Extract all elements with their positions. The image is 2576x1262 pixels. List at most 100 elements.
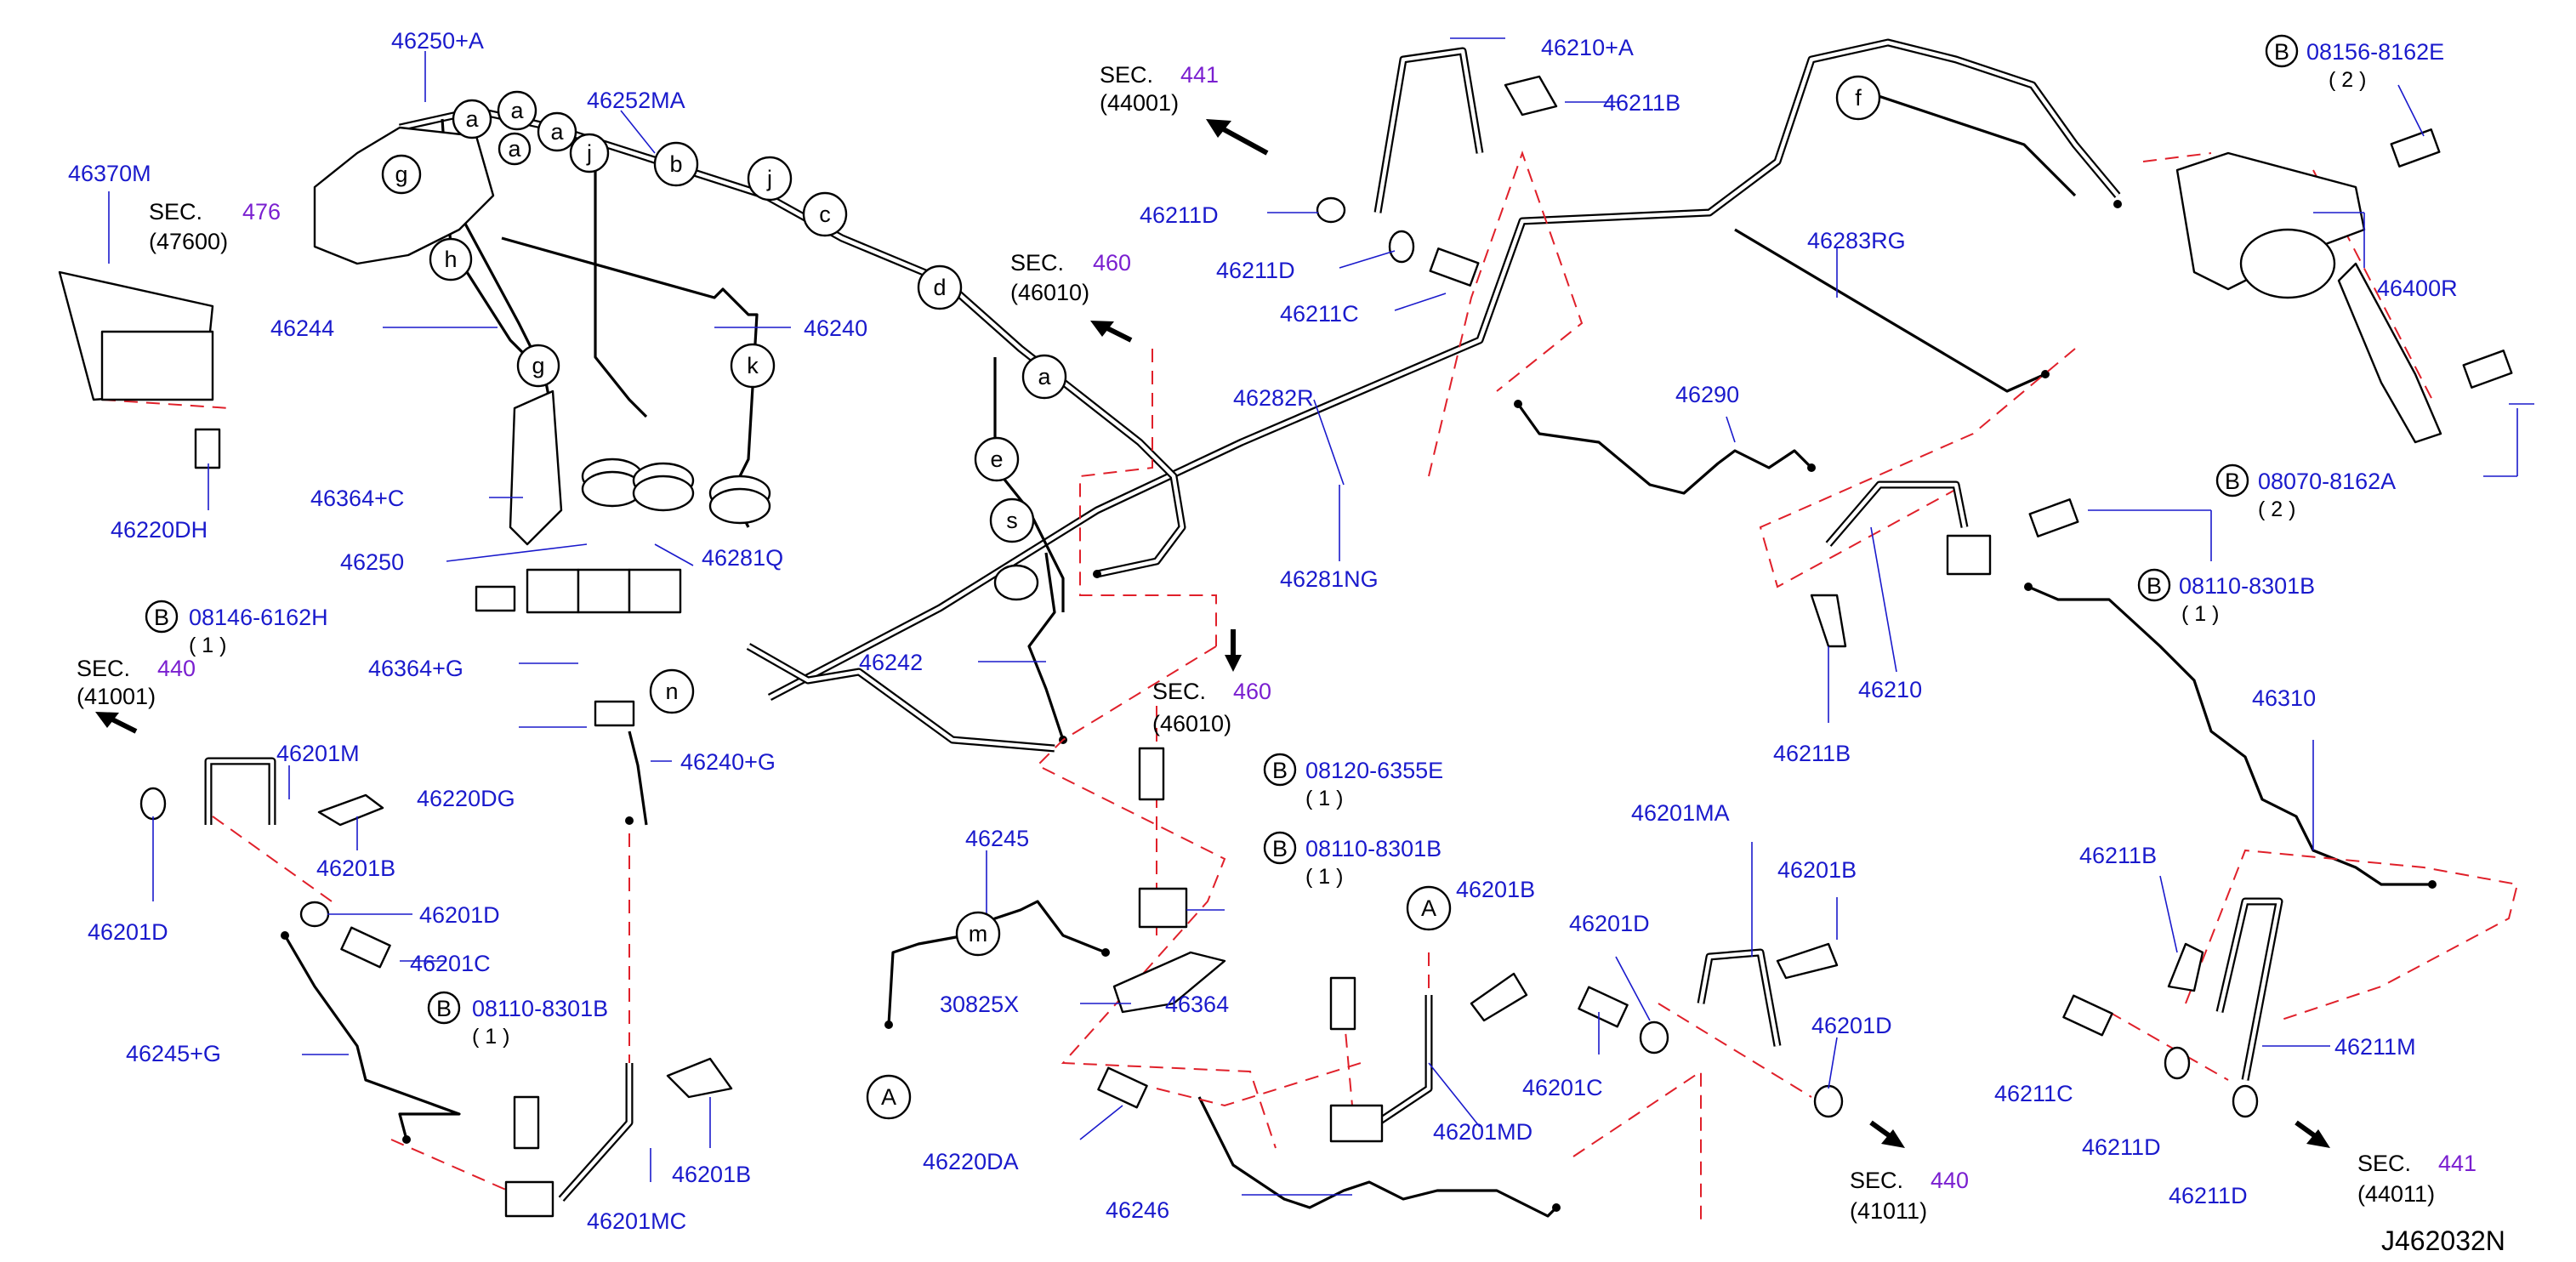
part-label: 46201M	[276, 741, 360, 766]
bolt-spec-08146-6162H: B 08146-6162H ( 1 )	[145, 600, 328, 657]
components	[58, 47, 2513, 1218]
svg-text:(44001): (44001)	[1100, 90, 1179, 116]
svg-text:(41001): (41001)	[77, 684, 156, 709]
section-ref-440-41011: SEC. 440 (41011)	[1850, 1168, 1969, 1224]
svg-text:SEC.: SEC.	[149, 199, 202, 225]
part-label: 46281Q	[702, 545, 783, 571]
part-label: 46201D	[1811, 1013, 1892, 1038]
svg-text:A: A	[1421, 895, 1436, 921]
connector-A-2: A	[1406, 885, 1452, 931]
part-label: 46201D	[88, 919, 168, 945]
svg-text:a: a	[550, 119, 564, 145]
part-labels: 46250+A 46252MA 46370M 46244 46240 46364…	[68, 28, 2458, 1234]
part-label: 46250	[340, 549, 404, 575]
connector-a-5: a	[1021, 354, 1067, 400]
svg-text:08110-8301B: 08110-8301B	[2179, 573, 2315, 599]
svg-text:SEC.: SEC.	[77, 656, 130, 681]
connector-f: f	[1835, 75, 1881, 121]
part-label: 46240+G	[680, 749, 776, 775]
svg-text:B: B	[1272, 758, 1288, 783]
svg-text:a: a	[465, 106, 479, 132]
svg-text:m: m	[969, 921, 988, 946]
part-label: 46364+G	[368, 656, 463, 681]
part-label: 46210	[1858, 677, 1922, 702]
svg-text:B: B	[436, 996, 452, 1021]
svg-text:A: A	[881, 1084, 896, 1110]
svg-text:c: c	[819, 202, 831, 227]
svg-text:SEC.: SEC.	[1850, 1168, 1903, 1193]
part-label: 46211B	[1603, 90, 1680, 116]
part-label: 46211D	[1140, 202, 1219, 228]
svg-text:08146-6162H: 08146-6162H	[189, 605, 328, 630]
part-label: 46242	[859, 650, 923, 675]
part-label: 46211M	[2334, 1034, 2416, 1060]
svg-text:(47600): (47600)	[149, 229, 228, 254]
part-label: 46201B	[1456, 877, 1535, 902]
part-label: 46244	[270, 316, 334, 341]
svg-text:e: e	[990, 446, 1003, 472]
connector-e: e	[974, 436, 1020, 482]
svg-text:08120-6355E: 08120-6355E	[1305, 758, 1443, 783]
connector-a-4: a	[498, 132, 532, 166]
section-ref-460-46010-top: SEC. 460 (46010)	[1010, 250, 1131, 305]
part-label: 46211D	[2082, 1134, 2161, 1160]
svg-text:08156-8162E: 08156-8162E	[2306, 39, 2444, 65]
part-label: 30825X	[940, 992, 1019, 1017]
bolt-spec-08110-8301B-left: B 08110-8301B ( 1 )	[427, 991, 608, 1049]
svg-text:B: B	[2225, 469, 2240, 494]
connector-a-3: a	[537, 111, 577, 152]
svg-text:f: f	[1855, 85, 1862, 111]
part-label: 46201MA	[1631, 800, 1730, 826]
svg-text:B: B	[2274, 39, 2289, 65]
svg-text:( 2 ): ( 2 )	[2329, 68, 2366, 92]
svg-text:(46010): (46010)	[1152, 711, 1231, 736]
bolt-spec-08110-8301B-center: B 08110-8301B ( 1 )	[1263, 831, 1442, 889]
part-label: 46364	[1165, 992, 1229, 1017]
bolt-spec-08110-8301B-right: B 08110-8301B ( 1 )	[2137, 568, 2315, 626]
connector-a-1: a	[452, 99, 492, 139]
svg-text:j: j	[766, 166, 772, 191]
svg-text:d: d	[933, 275, 946, 300]
brake-pipes	[281, 38, 2437, 1218]
svg-text:08110-8301B: 08110-8301B	[1305, 836, 1442, 861]
svg-text:441: 441	[2438, 1151, 2476, 1176]
svg-text:j: j	[586, 140, 592, 166]
part-label: 46220DH	[111, 517, 208, 543]
part-label: 46201B	[1777, 857, 1857, 883]
part-label: 46364+C	[310, 486, 404, 511]
part-label: 46211C	[1280, 301, 1359, 327]
part-label: 46370M	[68, 161, 151, 186]
part-label: 46245	[965, 826, 1029, 851]
svg-text:SEC.: SEC.	[1100, 62, 1153, 88]
svg-text:a: a	[510, 98, 524, 123]
section-arrows	[95, 119, 2330, 1148]
connector-h: h	[429, 237, 473, 281]
part-label: 46201B	[316, 856, 395, 881]
part-label: 46211C	[1994, 1081, 2073, 1106]
part-label: 46290	[1675, 382, 1739, 407]
connector-s: s	[989, 497, 1035, 543]
svg-text:( 1 ): ( 1 )	[1305, 787, 1343, 810]
svg-text:( 1 ): ( 1 )	[1305, 865, 1343, 889]
part-label: 46283RG	[1807, 228, 1906, 253]
part-label: 46201MD	[1433, 1119, 1533, 1145]
connector-n: n	[649, 668, 695, 714]
connector-g-1: g	[381, 154, 422, 195]
section-ref-441-44001: SEC. 441 (44001)	[1100, 62, 1219, 116]
connector-j-2: j	[747, 156, 793, 202]
part-label: 46210+A	[1541, 35, 1634, 60]
svg-text:B: B	[1272, 836, 1288, 861]
svg-text:B: B	[154, 605, 169, 630]
svg-text:a: a	[508, 136, 521, 162]
svg-text:441: 441	[1180, 62, 1219, 88]
connector-a-2: a	[497, 90, 537, 131]
part-label: 46220DA	[923, 1149, 1019, 1174]
part-label: 46246	[1106, 1197, 1169, 1223]
leader-lines	[108, 37, 2534, 1196]
svg-text:440: 440	[1931, 1168, 1969, 1193]
svg-text:SEC.: SEC.	[1010, 250, 1064, 276]
section-ref-460-46010-bottom: SEC. 460 (46010)	[1152, 679, 1271, 736]
svg-text:08070-8162A: 08070-8162A	[2258, 469, 2396, 494]
svg-text:( 1 ): ( 1 )	[2181, 602, 2219, 626]
